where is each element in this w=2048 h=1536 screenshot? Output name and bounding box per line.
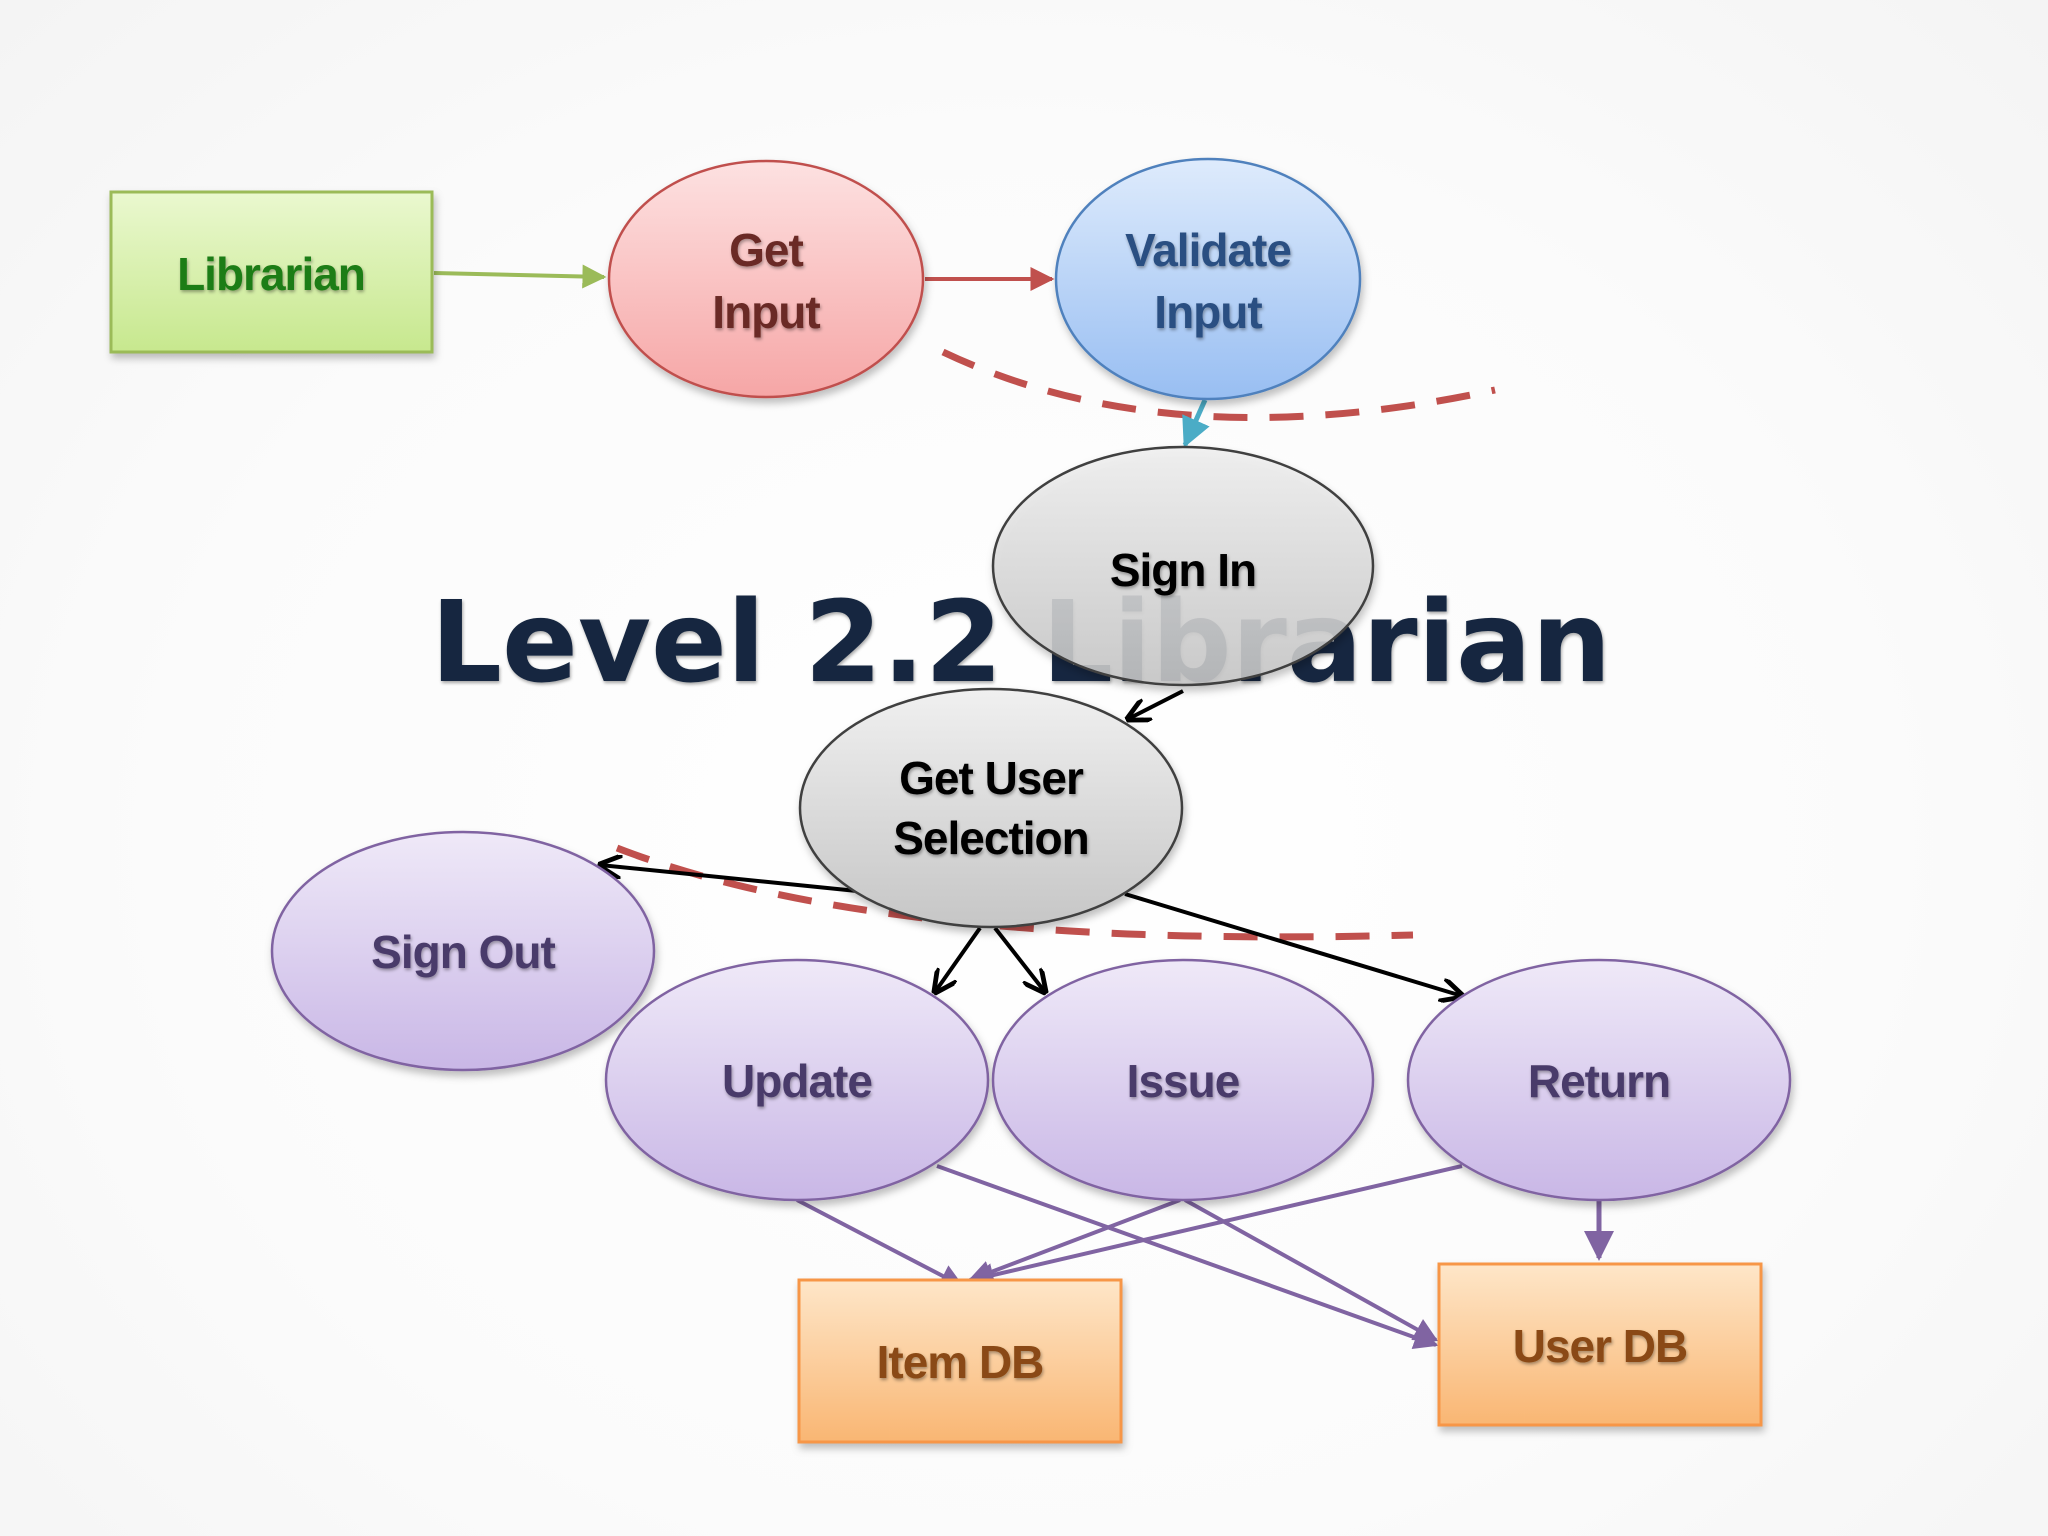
validate-input-label-line-2: Input bbox=[1154, 286, 1262, 338]
edge-issue-to-user-db bbox=[1184, 1198, 1439, 1342]
boundary-dashed-line-upper bbox=[941, 348, 1496, 421]
return-process[interactable]: Return bbox=[1406, 958, 1792, 1202]
edge-return-to-item-db bbox=[969, 1164, 1463, 1287]
user-db-store[interactable]: User DB bbox=[1437, 1262, 1763, 1427]
user-db-label: User DB bbox=[1513, 1320, 1688, 1372]
validate-input-process[interactable]: Validate Input bbox=[1054, 157, 1362, 401]
sign-out-label: Sign Out bbox=[371, 926, 555, 978]
edge-sign-in-to-get-user-selection bbox=[1128, 689, 1184, 719]
validate-input-ellipse bbox=[1054, 157, 1362, 401]
edge-get-user-selection-to-update bbox=[935, 926, 982, 992]
get-user-selection-label-line-1: Get User bbox=[899, 752, 1084, 804]
sign-in-label: Sign In bbox=[1110, 544, 1256, 596]
librarian-label: Librarian bbox=[177, 248, 365, 300]
get-input-label-line-1: Get bbox=[729, 224, 803, 276]
edge-update-to-item-db bbox=[796, 1198, 965, 1288]
librarian-entity-box bbox=[109, 190, 434, 354]
edge-issue-to-item-db bbox=[967, 1198, 1181, 1284]
validate-input-label-line-1: Validate bbox=[1125, 224, 1291, 276]
edge-get-user-selection-to-sign-out bbox=[600, 865, 858, 893]
edge-get-user-selection-to-return bbox=[1124, 892, 1462, 996]
update-ellipse bbox=[604, 958, 990, 1202]
update-label: Update bbox=[722, 1055, 872, 1107]
issue-process[interactable]: Issue bbox=[991, 958, 1375, 1202]
return-ellipse bbox=[1406, 958, 1792, 1202]
edge-librarian-to-get-input bbox=[433, 264, 607, 289]
get-input-process[interactable]: Get Input bbox=[607, 159, 925, 399]
get-input-label-line-2: Input bbox=[712, 286, 820, 338]
edge-validate-input-to-sign-in bbox=[1182, 398, 1210, 448]
issue-label: Issue bbox=[1127, 1055, 1240, 1107]
edge-get-user-selection-to-issue bbox=[993, 926, 1045, 992]
sign-out-process[interactable]: Sign Out bbox=[270, 830, 656, 1072]
update-process[interactable]: Update bbox=[604, 958, 990, 1202]
get-user-selection-label-line-2: Selection bbox=[893, 812, 1089, 864]
sign-in-process[interactable]: Sign In bbox=[991, 445, 1375, 687]
get-user-selection-ellipse bbox=[798, 687, 1184, 929]
get-user-selection-process[interactable]: Get User Selection bbox=[798, 687, 1184, 929]
user-db-box bbox=[1437, 1262, 1763, 1427]
sign-out-ellipse bbox=[270, 830, 656, 1072]
edge-update-to-user-db bbox=[936, 1164, 1439, 1350]
librarian-entity[interactable]: Librarian bbox=[109, 190, 434, 354]
return-label: Return bbox=[1528, 1055, 1670, 1107]
get-input-ellipse bbox=[607, 159, 925, 399]
edges bbox=[433, 264, 1614, 1350]
item-db-label: Item DB bbox=[877, 1336, 1044, 1388]
item-db-store[interactable]: Item DB bbox=[797, 1278, 1123, 1444]
sign-in-ellipse bbox=[991, 445, 1375, 687]
issue-ellipse bbox=[991, 958, 1375, 1202]
item-db-box bbox=[797, 1278, 1123, 1444]
